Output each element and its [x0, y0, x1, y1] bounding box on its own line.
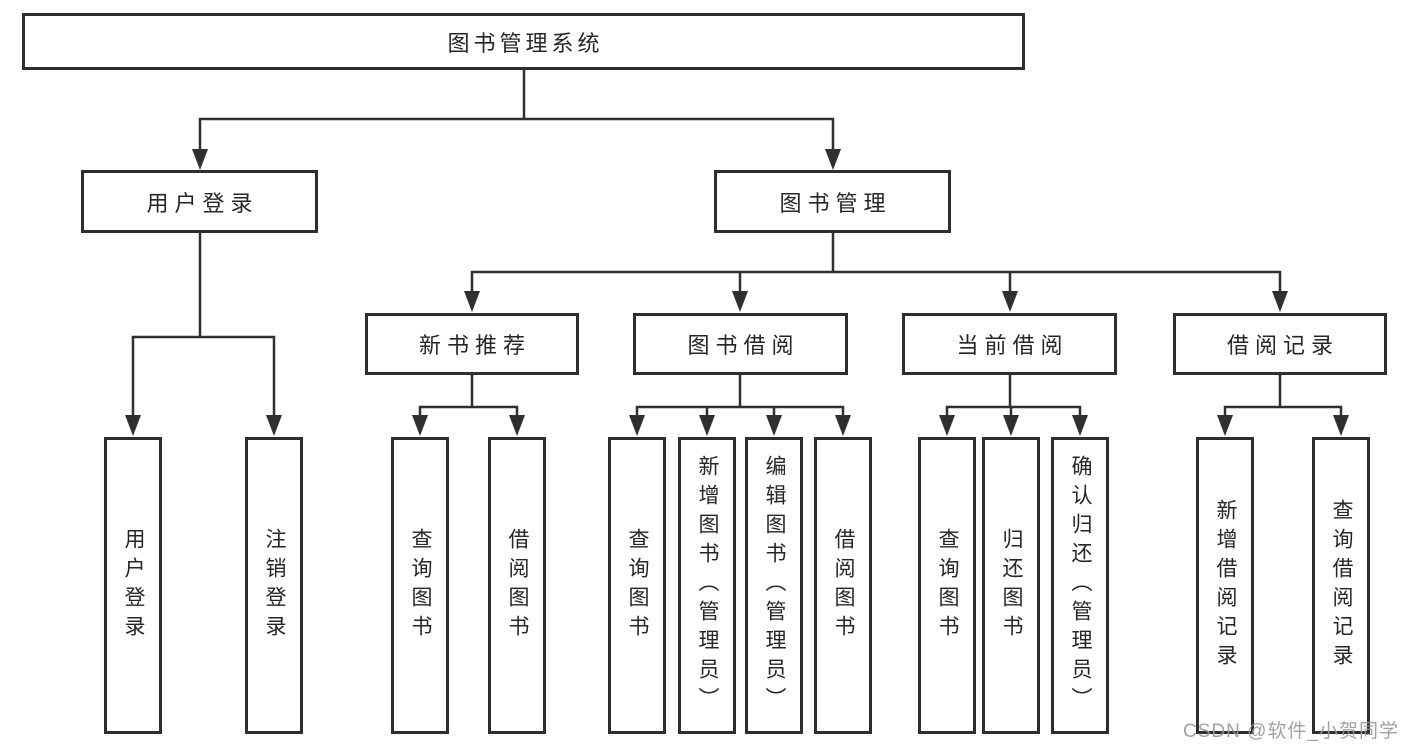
- leaf-logout-label: 注销登录: [263, 527, 286, 644]
- node-user-login: 用户登录: [81, 170, 318, 233]
- leaf-add-book-admin: 新增图书（管理员）: [678, 437, 736, 734]
- node-current-borrowing-label: 当前借阅: [956, 333, 1069, 358]
- leaf-borrow-books: 借阅图书: [814, 437, 872, 734]
- leaf-query-books-recommend-label: 查询图书: [409, 527, 432, 644]
- leaf-user-login: 用户登录: [104, 437, 162, 734]
- leaf-query-borrow-record-label: 查询借阅记录: [1330, 498, 1353, 673]
- node-library-management-system-label: 图书管理系统: [447, 30, 604, 56]
- node-borrowing-records: 借阅记录: [1173, 313, 1387, 375]
- node-new-book-recommend-label: 新书推荐: [418, 333, 531, 358]
- csdn-watermark: CSDN @软件_小贺同学: [1183, 721, 1399, 742]
- leaf-edit-book-admin-label: 编辑图书（管理员）: [763, 455, 786, 716]
- leaf-add-borrow-record-label: 新增借阅记录: [1214, 498, 1237, 673]
- leaf-query-books-borrowing-label: 查询图书: [626, 527, 649, 644]
- leaf-add-borrow-record: 新增借阅记录: [1196, 437, 1254, 734]
- node-book-management-label: 图书管理: [779, 190, 892, 216]
- leaf-query-books-current-label: 查询图书: [936, 527, 959, 644]
- leaf-edit-book-admin: 编辑图书（管理员）: [745, 437, 803, 734]
- leaf-return-books-label: 归还图书: [1000, 527, 1023, 644]
- leaf-confirm-return-admin-label: 确认归还（管理员）: [1069, 455, 1092, 716]
- leaf-add-book-admin-label: 新增图书（管理员）: [696, 455, 719, 716]
- node-book-borrowing: 图书借阅: [633, 313, 848, 375]
- leaf-query-books-current: 查询图书: [918, 437, 976, 734]
- node-library-management-system: 图书管理系统: [22, 13, 1025, 70]
- node-current-borrowing: 当前借阅: [902, 313, 1117, 375]
- leaf-query-books-recommend: 查询图书: [391, 437, 449, 734]
- leaf-query-borrow-record: 查询借阅记录: [1312, 437, 1370, 734]
- leaf-user-login-label: 用户登录: [122, 527, 145, 644]
- leaf-borrow-books-recommend-label: 借阅图书: [506, 527, 529, 644]
- leaf-borrow-books-label: 借阅图书: [832, 527, 855, 644]
- node-borrowing-records-label: 借阅记录: [1226, 333, 1339, 358]
- leaf-confirm-return-admin: 确认归还（管理员）: [1051, 437, 1109, 734]
- leaf-return-books: 归还图书: [982, 437, 1040, 734]
- node-new-book-recommend: 新书推荐: [365, 313, 579, 375]
- node-book-borrowing-label: 图书借阅: [687, 333, 800, 358]
- leaf-logout: 注销登录: [245, 437, 303, 734]
- leaf-borrow-books-recommend: 借阅图书: [488, 437, 546, 734]
- node-book-management: 图书管理: [714, 170, 951, 233]
- leaf-query-books-borrowing: 查询图书: [608, 437, 666, 734]
- node-user-login-label: 用户登录: [146, 190, 259, 216]
